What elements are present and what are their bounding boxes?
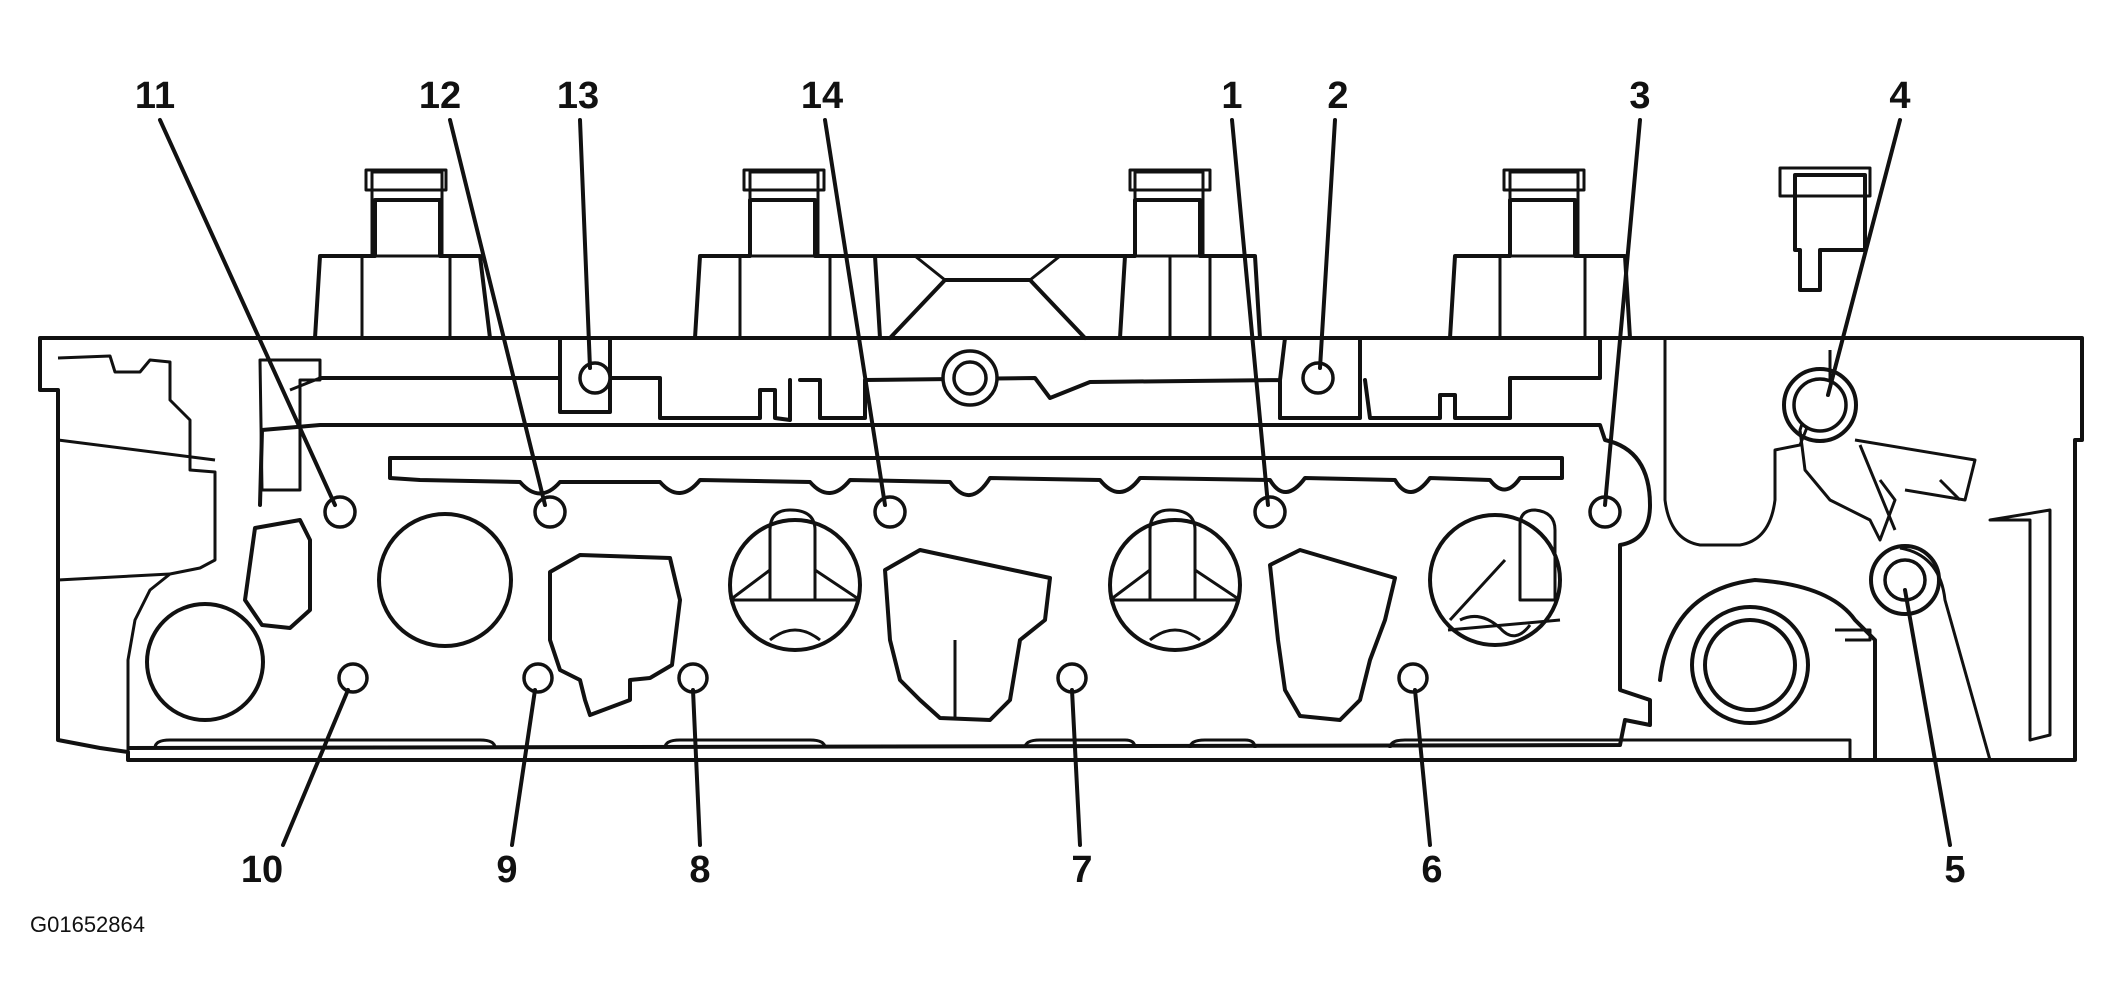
camshaft-towers — [313, 166, 1872, 340]
bolt-hole — [323, 495, 357, 529]
bolt-hole — [873, 495, 907, 529]
bolt-hole — [952, 360, 988, 396]
callout-labels: 1 2 3 4 5 6 7 8 9 10 11 12 13 14 — [135, 75, 1966, 891]
callout-label-12: 12 — [419, 75, 461, 117]
bolt-holes — [323, 349, 1941, 694]
callout-label-5: 5 — [1944, 849, 1965, 891]
callout-label-3: 3 — [1629, 75, 1650, 117]
callout-label-6: 6 — [1421, 849, 1442, 891]
callout-label-14: 14 — [801, 75, 843, 117]
bolt-hole — [522, 662, 554, 694]
cylinder-head-body — [38, 336, 2084, 762]
bolt-hole — [1056, 662, 1088, 694]
figure-id: G01652864 — [30, 912, 145, 937]
bolt-hole — [1792, 377, 1848, 433]
callout-label-4: 4 — [1889, 75, 1910, 117]
callout-label-1: 1 — [1221, 75, 1242, 117]
callout-label-2: 2 — [1327, 75, 1348, 117]
callout-label-8: 8 — [689, 849, 710, 891]
bolt-hole — [578, 361, 612, 395]
callout-label-7: 7 — [1071, 849, 1092, 891]
callout-label-13: 13 — [557, 75, 599, 117]
callout-label-11: 11 — [135, 75, 175, 117]
callout-label-10: 10 — [241, 849, 283, 891]
bolt-hole — [1301, 361, 1335, 395]
leader-lines — [158, 118, 1952, 847]
bolt-hole — [677, 662, 709, 694]
bolt-hole — [1253, 495, 1287, 529]
bolt-hole — [1397, 662, 1429, 694]
callout-label-9: 9 — [496, 849, 517, 891]
bolt-hole — [533, 495, 567, 529]
bolt-hole — [337, 662, 369, 694]
port-openings — [145, 508, 1562, 722]
